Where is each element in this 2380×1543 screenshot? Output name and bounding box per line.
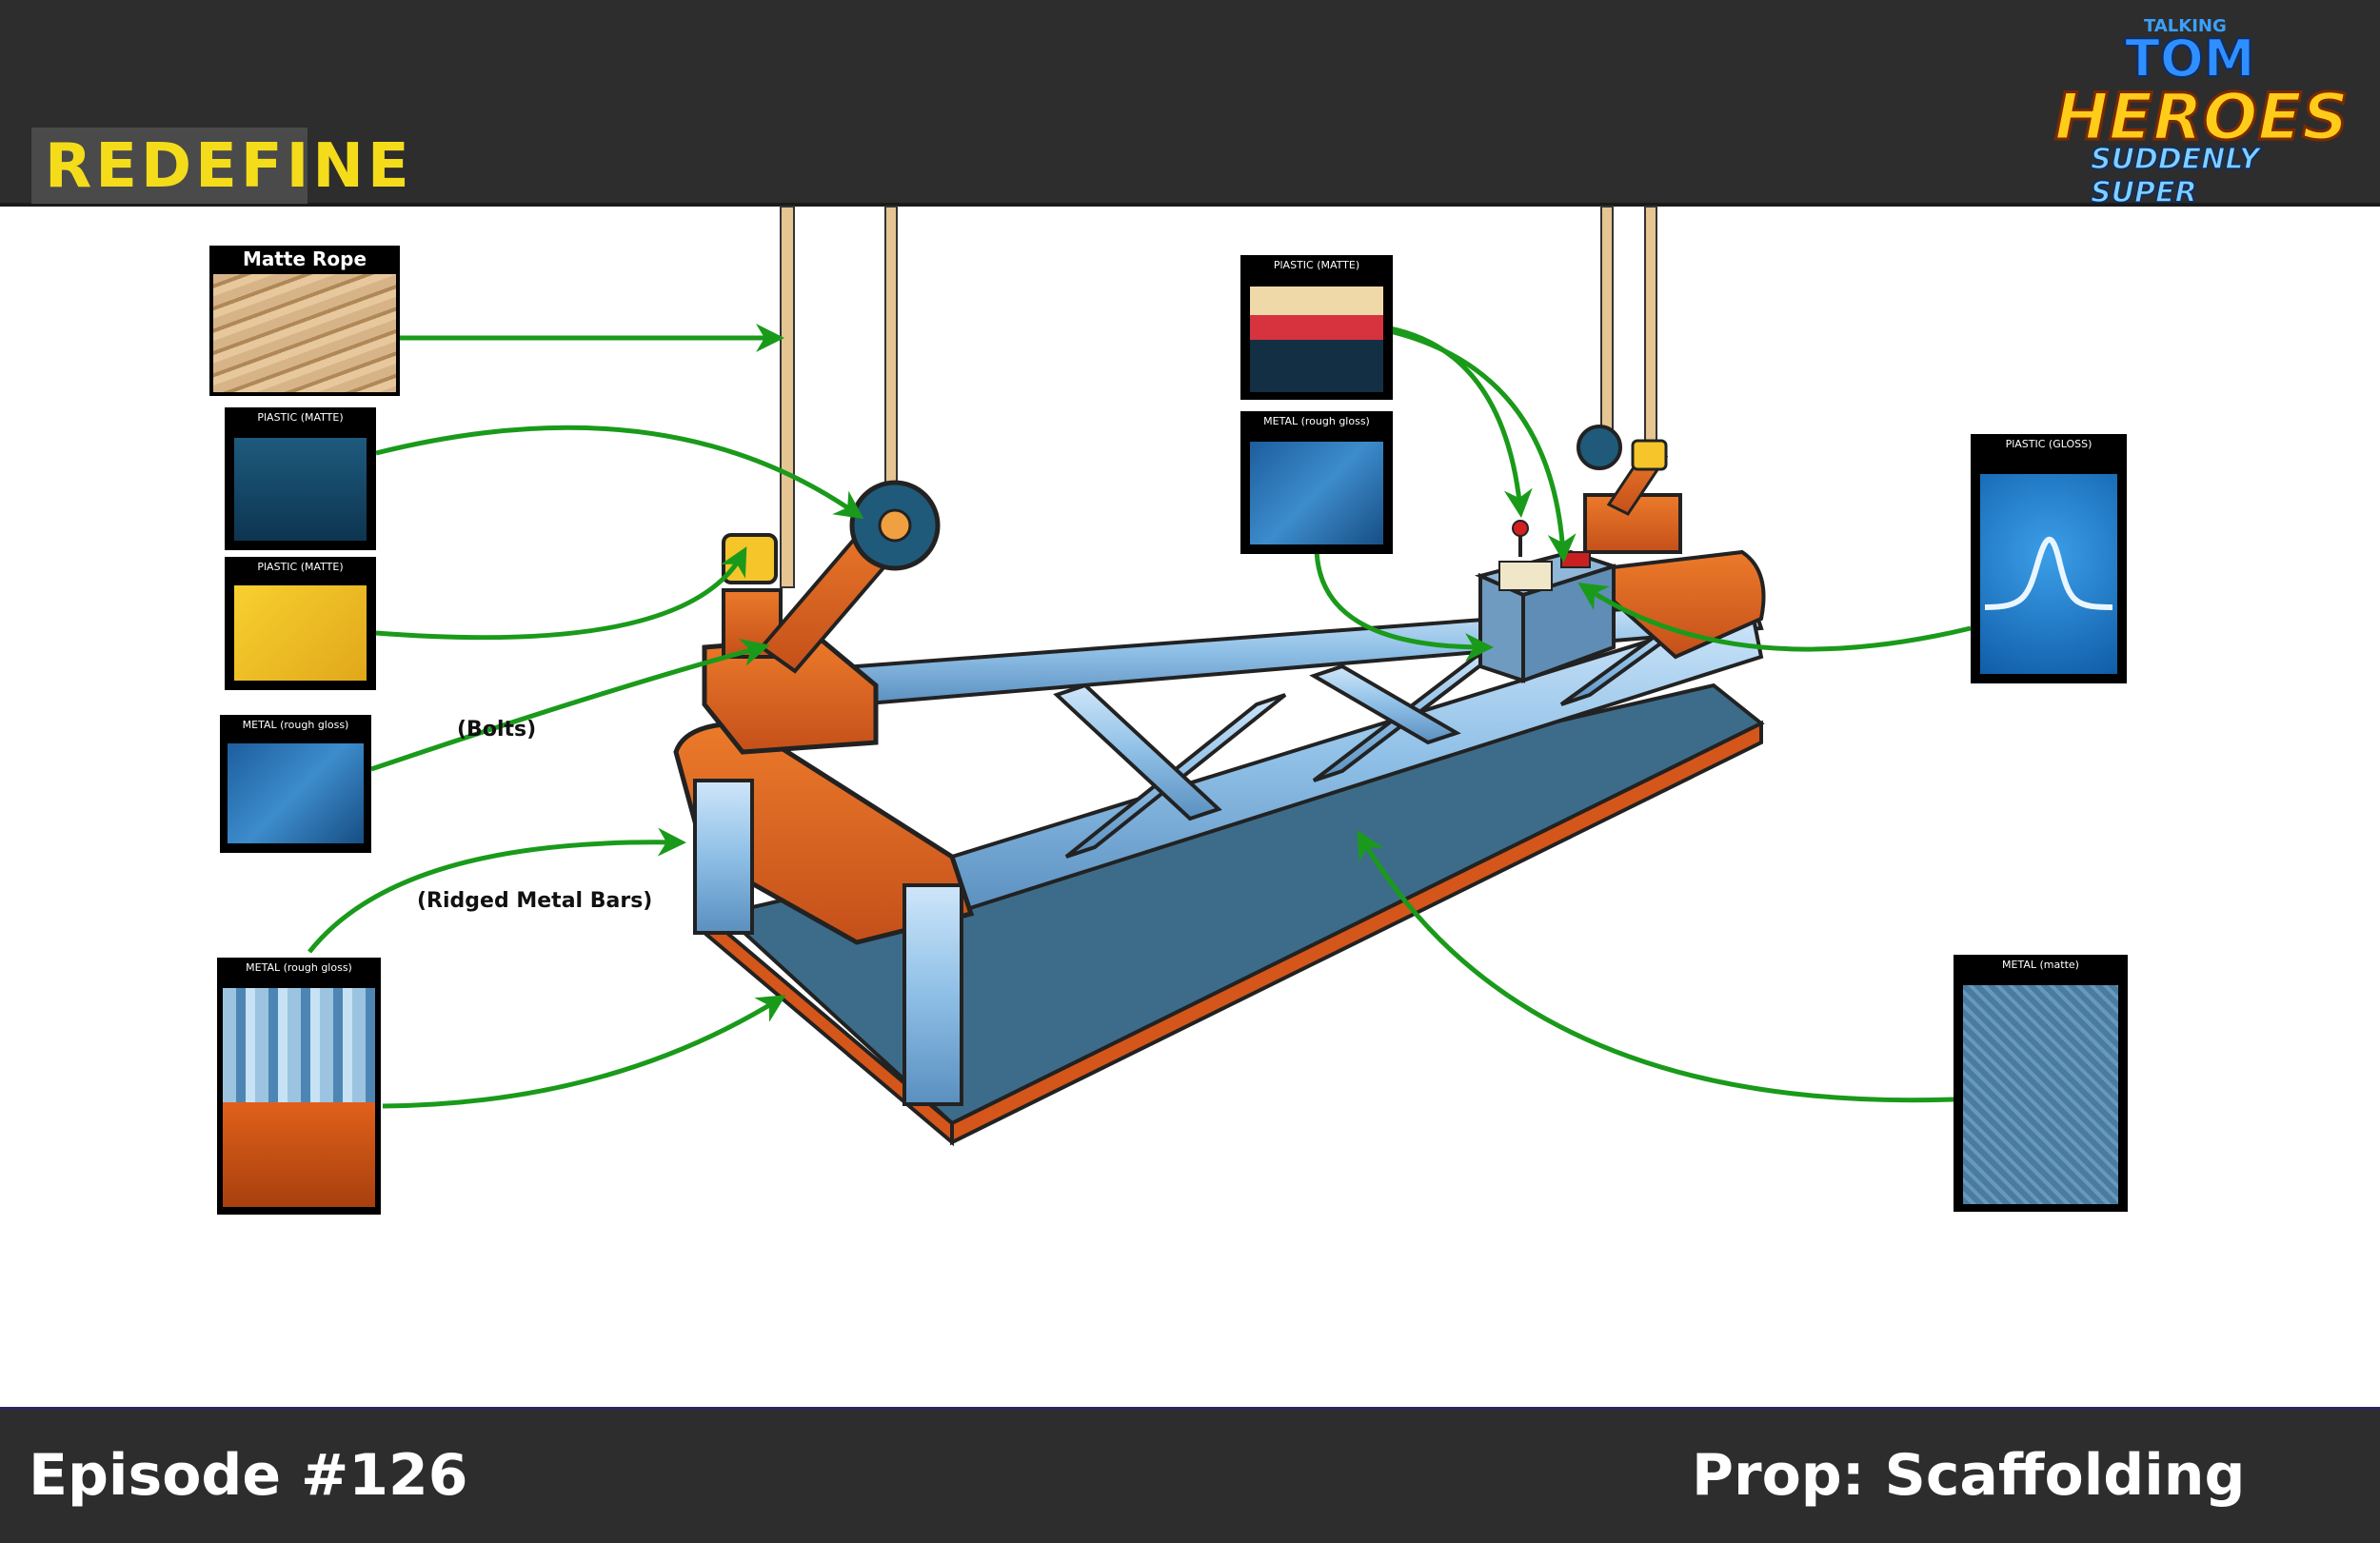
swatch-plastic-panel: PlASTIC (MATTE): [1240, 255, 1393, 400]
arrow-gloss: [1577, 583, 1972, 652]
footer-bar: [0, 1407, 2380, 1543]
arrow-pulley: [375, 425, 864, 520]
swatch-plastic-gloss: PlASTIC (GLOSS): [1971, 434, 2127, 683]
swatch-plastic-blue: PlASTIC (MATTE): [225, 407, 376, 550]
arrow-metal-box: [1314, 542, 1494, 662]
arrows: [307, 324, 1972, 1109]
prop-label: Prop: Scaffolding: [1692, 1442, 2246, 1509]
header-bar: [0, 0, 2380, 207]
brand-text: REDEFINE: [45, 131, 413, 202]
ridged-metal-bars-label: (Ridged Metal Bars): [417, 889, 653, 913]
talking-tom-heroes-logo: TALKING TOM HEROES SUDDENLY SUPER: [2053, 16, 2350, 210]
swatch-plastic-yellow: PlASTIC (MATTE): [225, 557, 376, 690]
right-pulley: [1577, 425, 1622, 470]
arrow-panel-a: [1389, 326, 1533, 518]
arrow-panel-b: [1389, 328, 1577, 563]
swatch-matte-rope: Matte Rope: [209, 246, 400, 396]
arrow-deck: [1357, 830, 1954, 1103]
wave-icon: [1984, 537, 2113, 610]
bolts-label: (Bolts): [457, 718, 537, 742]
episode-label: Episode #126: [29, 1442, 468, 1509]
swatch-metal-panel: METAL (rough gloss): [1240, 411, 1393, 554]
arrow-bars: [307, 827, 686, 954]
arrow-cap: [375, 546, 747, 641]
right-post-head: [1576, 549, 1766, 660]
swatch-metal-bolts: METAL (rough gloss): [220, 715, 371, 853]
swatch-metal-bars: METAL (rough gloss): [217, 958, 381, 1215]
arrow-bolts: [370, 638, 770, 772]
swatch-metal-matte: METAL (matte): [1954, 955, 2128, 1212]
arrow-frame: [382, 995, 786, 1109]
redefine-logo: REDEFINE: [31, 128, 409, 204]
yellow-cap: [722, 533, 778, 584]
